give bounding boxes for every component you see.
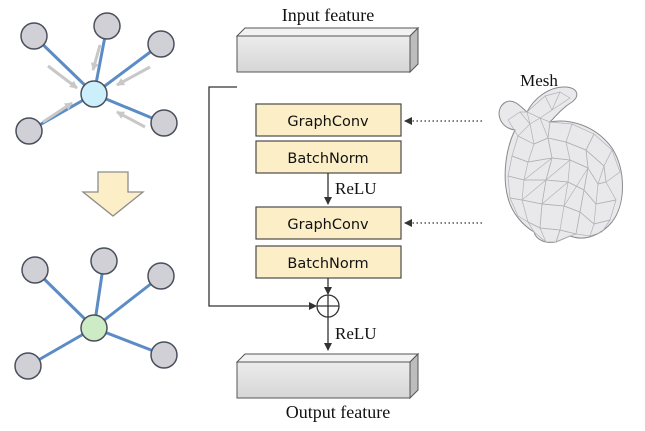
skip-connection [208, 86, 317, 310]
center-node [80, 80, 108, 108]
graphconv-2-box [255, 206, 402, 240]
input-feature-label: Input feature [282, 5, 374, 25]
output-feature-label: Output feature [286, 402, 390, 422]
graph-node [20, 22, 48, 50]
graph-node [147, 262, 175, 290]
batchnorm-1-label: BatchNorm [287, 151, 368, 167]
graph-node [15, 117, 43, 145]
graph-node [147, 30, 175, 58]
batchnorm-2-box [255, 245, 402, 279]
graph-node [14, 352, 42, 380]
graph-node [150, 341, 178, 369]
relu-1-label: ReLU [335, 179, 377, 198]
mesh-label: Mesh [520, 71, 558, 90]
message-passing-graph [15, 12, 178, 145]
graph-node [150, 109, 178, 137]
input-feature-box [235, 26, 420, 74]
graph-node [93, 12, 121, 40]
batchnorm-2-label: BatchNorm [287, 256, 368, 272]
output-feature-box [235, 352, 420, 400]
down-arrow-icon [81, 171, 145, 217]
aggregated-graph [14, 247, 178, 380]
graph-node [90, 247, 118, 275]
graph-node [21, 256, 49, 284]
graphconv-1-label: GraphConv [287, 114, 369, 130]
graphconv-1-box [255, 103, 402, 137]
graphconv-2-label: GraphConv [287, 217, 369, 233]
circle-plus-icon [316, 294, 340, 318]
bunny-mesh-icon [498, 86, 623, 243]
center-node-updated [80, 314, 108, 342]
relu-2-label: ReLU [335, 324, 377, 343]
